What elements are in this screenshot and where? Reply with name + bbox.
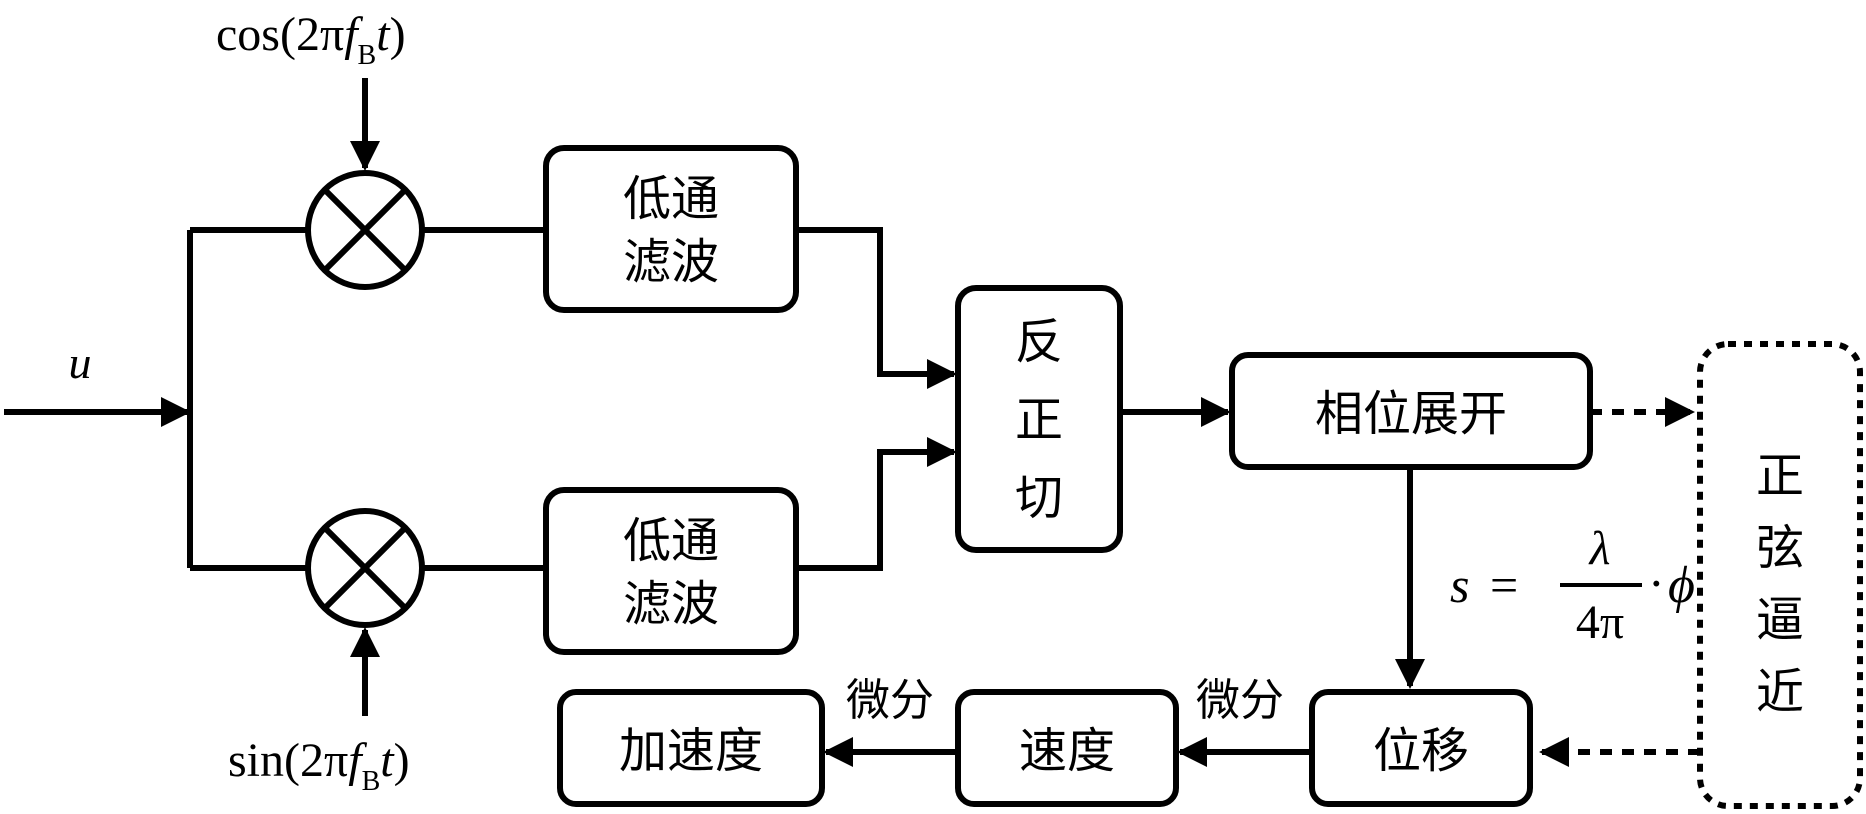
arctan-char-3: 切 bbox=[1015, 470, 1063, 526]
sine-char-2: 弦 bbox=[1756, 520, 1804, 576]
lowpass-bottom-line1: 低通 bbox=[623, 513, 719, 569]
sine-char-4: 近 bbox=[1756, 664, 1804, 720]
acceleration-label: 加速度 bbox=[619, 723, 763, 779]
formula-dot: · bbox=[1648, 555, 1665, 611]
sine-approximation-box bbox=[1697, 341, 1863, 809]
acceleration-box bbox=[557, 689, 825, 807]
wire-lpf-bottom-to-arctan bbox=[796, 437, 957, 571]
lowpass-top-line1: 低通 bbox=[623, 171, 719, 227]
phase-unwrap-box bbox=[1229, 352, 1593, 470]
arctan-char-1: 反 bbox=[1015, 314, 1063, 370]
displacement-box bbox=[1309, 689, 1533, 807]
lowpass-filter-bottom-box bbox=[543, 487, 799, 655]
differential-label-1: 微分 bbox=[1196, 675, 1284, 726]
wire-lpf-top-to-arctan bbox=[796, 227, 957, 389]
formula-phi: ϕ bbox=[1668, 557, 1695, 614]
displacement-formula: s = λ 4π · ϕ bbox=[1450, 522, 1695, 649]
sine-char-1: 正 bbox=[1756, 448, 1804, 504]
cos-reference-label: cos(2πfBt) bbox=[216, 8, 406, 71]
formula-equals: = bbox=[1490, 557, 1518, 613]
formula-lhs: s bbox=[1450, 557, 1469, 613]
sin-reference-label: sin(2πfBt) bbox=[228, 734, 410, 797]
formula-denominator: 4π bbox=[1576, 596, 1624, 649]
velocity-label: 速度 bbox=[1019, 723, 1115, 779]
displacement-label: 位移 bbox=[1373, 723, 1469, 779]
input-u-label: u bbox=[69, 337, 92, 388]
arctan-box bbox=[955, 285, 1123, 553]
phase-unwrap-label: 相位展开 bbox=[1315, 386, 1507, 442]
arctan-char-2: 正 bbox=[1015, 392, 1063, 448]
lowpass-bottom-line2: 滤波 bbox=[623, 576, 719, 632]
lowpass-top-line2: 滤波 bbox=[623, 234, 719, 290]
mixer-bottom bbox=[305, 508, 425, 628]
formula-numerator: λ bbox=[1588, 522, 1611, 575]
sine-char-3: 逼 bbox=[1756, 592, 1804, 648]
differential-label-2: 微分 bbox=[846, 675, 934, 726]
velocity-box bbox=[955, 689, 1179, 807]
lowpass-filter-top-box bbox=[543, 145, 799, 313]
mixer-top bbox=[305, 170, 425, 290]
